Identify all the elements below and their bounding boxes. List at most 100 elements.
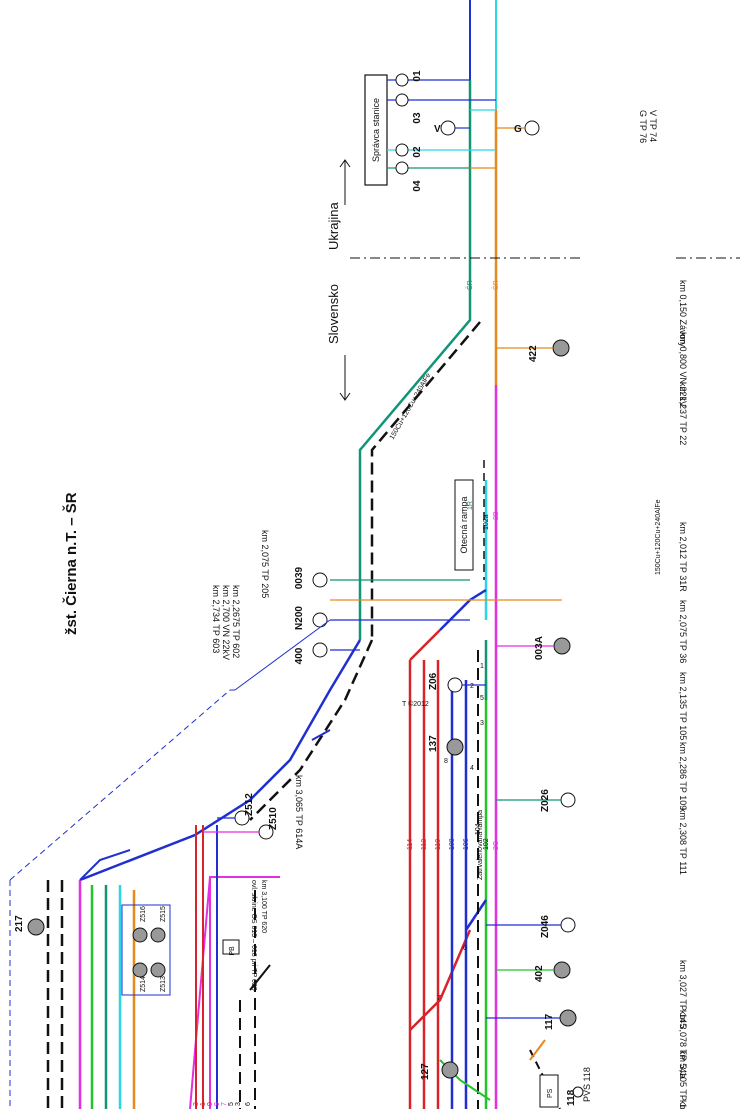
label-01: 01 [412,70,423,82]
teal-diagonal [358,318,472,640]
cable-label-2: 150Cu+120Cu+240AlFe [655,499,662,575]
legend-g: G TP 76 [638,110,648,143]
device-117[interactable] [559,1009,577,1027]
left-num-7: 3 [235,1102,242,1106]
ps-box [539,1074,559,1108]
label-z516: Z516 [140,906,147,922]
orange-curve [529,1039,546,1061]
track-label-2c: 2C [493,841,500,850]
label-z06: Z06 [428,672,439,690]
device-400[interactable] [312,642,328,658]
label-g: G [514,124,522,135]
device-n200[interactable] [312,612,328,628]
label-0039: 0039 [294,566,305,589]
km-right-9: km 3,027 TP 145 [678,960,688,1028]
device-z516[interactable] [132,927,148,943]
device-z06[interactable] [447,677,463,693]
legend-v: V TP 74 [648,110,658,142]
switch-1: 1 [480,663,484,670]
km-right-2: km 0,800 VN 22kV [678,332,688,407]
label-003a: 003A [534,636,545,660]
km-left-3: km 2,700 VN 22kV [221,585,231,660]
km-left-5: km 3,065 TP 614A [294,775,304,849]
label-z046: Z046 [540,915,551,938]
device-137[interactable] [446,738,464,756]
label-n200: N200 [294,606,305,630]
device-03[interactable] [395,93,409,107]
switch-6: 6 [463,945,467,952]
device-217[interactable] [27,918,45,936]
left-track-numbers: 3 1 0 9 7 5 3 6 [193,1102,252,1106]
black-dashed-diagonal [370,321,481,640]
copyright: T ©2012 [402,700,429,708]
left-num-2: 1 [200,1102,207,1106]
label-402: 402 [534,965,545,982]
track-label-106: 106 [463,838,470,850]
track-label-102: 102 [483,838,490,850]
yard-join [79,849,131,881]
label-04: 04 [412,180,423,192]
km-right-4: km 2,012 TP 31R [678,522,688,592]
device-402[interactable] [553,961,571,979]
device-01[interactable] [395,73,409,87]
device-z514[interactable] [132,962,148,978]
label-z513: Z513 [160,976,167,992]
left-yard [9,689,235,1109]
otecna-label: Otecná rampa [459,496,469,553]
switch-2: 2 [470,683,474,690]
device-v[interactable] [440,120,456,136]
pvs-icon [572,1086,584,1098]
switch-numbers: 5 3 2 1 4 8 7 6 [437,663,484,1002]
label-z026: Z026 [540,789,551,812]
device-z026[interactable] [560,792,576,808]
label-217: 217 [14,915,25,932]
km-right-11: km 3,105 TP 148 [678,1050,688,1109]
track-label-108: 108 [449,838,456,850]
device-04[interactable] [395,161,409,175]
spravca-label: Správca stanice [371,98,381,162]
arrow-sk-head [339,392,351,401]
label-137: 137 [428,735,439,752]
cluster-z51x: Z516 Z515 Z514 Z513 [121,904,171,996]
label-z515: Z515 [160,906,167,922]
blue-diagonal [79,639,362,882]
device-g[interactable] [524,120,540,136]
device-z513[interactable] [150,962,166,978]
pb-box [222,939,240,955]
pvs-label: PVS 118 [582,1067,592,1102]
label-z510: Z510 [268,807,279,830]
left-num-1: 3 [193,1102,200,1106]
otecna-box [454,479,474,571]
device-02[interactable] [395,143,409,157]
sr-orange-label: ŠR [491,280,500,290]
sr-green-label: ŠR [465,280,474,290]
ps-label: PS [547,1088,554,1098]
label-03: 03 [412,112,423,124]
red-top-join [409,629,441,661]
track-label-114: 114 [407,839,414,850]
km-left-4: km 2,734 TP 603 [211,585,221,653]
track-label-2b: 2B [493,511,500,520]
label-400: 400 [294,647,305,664]
km-left-7: ovl. skrine OS 613 – 616 pri TP 620 [250,880,257,991]
label-02: 02 [412,146,423,158]
device-003a[interactable] [553,637,571,655]
blue-spur [311,729,331,741]
page-title: žst. Čierna n.T. – ŠR [62,492,80,635]
pb-label: PB [229,946,236,956]
km-right-12: km 3,183 TP 154 [678,1100,688,1109]
km-right-group: km 0,150 Závory km 0,800 VN 22kV km 1,23… [678,280,688,1114]
switch-8: 8 [444,758,448,765]
device-z046[interactable] [560,917,576,933]
main-tracks [79,0,498,1110]
left-num-3: 0 [207,1102,214,1106]
border-left: Slovensko [326,284,341,344]
device-z515[interactable] [150,927,166,943]
label-127: 127 [420,1063,431,1080]
km-right-6: km 2,135 TP 105 [678,672,688,740]
left-num-6: 5 [228,1102,235,1106]
device-422[interactable] [552,339,570,357]
device-127[interactable] [441,1061,459,1079]
device-0039[interactable] [312,572,328,588]
